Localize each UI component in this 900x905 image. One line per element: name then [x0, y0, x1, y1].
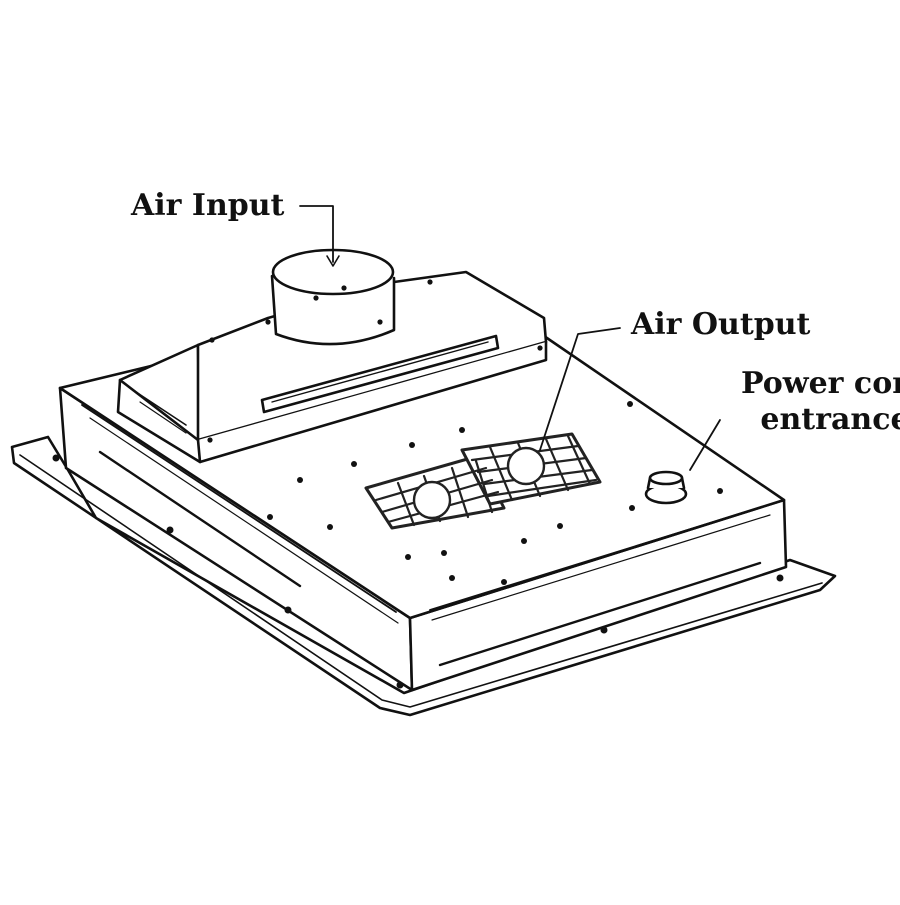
- air-inlet-collar: [270, 248, 396, 346]
- power-cord-gland: [644, 470, 688, 505]
- air-input-label: Air Input: [131, 188, 285, 223]
- air-output-label: Air Output: [631, 307, 811, 342]
- fastener-dots: [52, 279, 784, 689]
- exhaust-fan-grilles: [364, 432, 602, 530]
- power-cord-label-line2: entrance: [760, 402, 900, 437]
- power-cord-label-line1: Power cord: [741, 366, 900, 401]
- leader-lines: [299, 205, 721, 471]
- power-cord-entrance-label: Power cord entrance: [741, 366, 900, 438]
